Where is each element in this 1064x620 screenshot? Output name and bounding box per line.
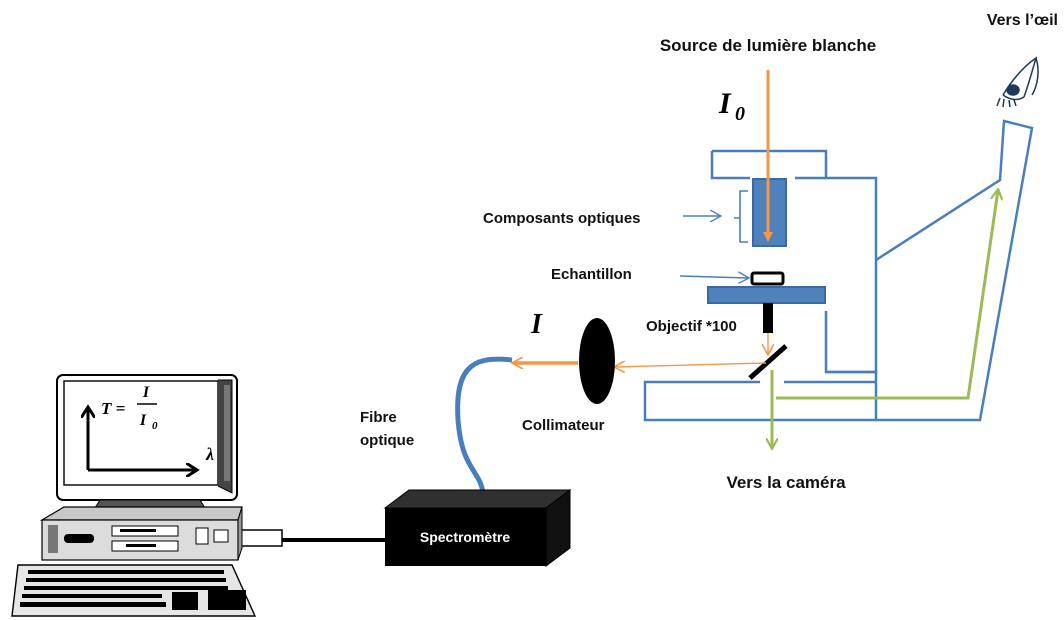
i0-subscript: 0 <box>735 103 745 125</box>
formula-numerator: I <box>142 384 150 401</box>
sample-label: Echantillon <box>551 266 632 283</box>
beam-to-eye <box>776 190 998 400</box>
optics-label: Composants optiques <box>483 210 641 227</box>
microscope-base <box>643 370 878 422</box>
formula-denominator-sub: 0 <box>152 420 158 432</box>
fiber-label-line1: Fibre <box>360 409 397 426</box>
optics-bracket <box>734 190 748 243</box>
optical-fiber <box>455 356 513 494</box>
spectrometer-label: Spectromètre <box>420 529 510 545</box>
microscope-head <box>710 151 750 180</box>
beam-splitter-mirror <box>748 344 788 380</box>
eye-icon <box>996 56 1039 108</box>
sample-pointer-arrow <box>679 276 748 278</box>
beam-to-collimator <box>615 363 767 367</box>
i-label: I <box>530 309 543 340</box>
spectrometer <box>383 489 572 567</box>
computer <box>11 374 257 617</box>
cable-plug <box>240 529 283 547</box>
collimator-lens <box>579 318 615 404</box>
fiber-label-line2: optique <box>360 432 414 449</box>
objective-label: Objectif *100 <box>646 318 737 335</box>
i0-label: I <box>718 87 732 120</box>
camera-label: Vers la caméra <box>726 473 846 492</box>
sample-stage <box>707 286 826 304</box>
light-source-label: Source de lumière blanche <box>660 36 876 55</box>
microscope-arm <box>712 149 878 374</box>
formula-lhs: T = <box>101 399 125 418</box>
lambda-label: λ <box>205 444 214 464</box>
objective-lens <box>763 303 773 333</box>
formula-denominator: I <box>139 412 147 429</box>
microscope-frame <box>643 119 1034 422</box>
eyepiece-tube <box>875 119 1034 422</box>
sample <box>750 271 785 286</box>
collimator-label: Collimateur <box>522 417 605 434</box>
to-eye-label: Vers l’œil <box>987 12 1058 29</box>
